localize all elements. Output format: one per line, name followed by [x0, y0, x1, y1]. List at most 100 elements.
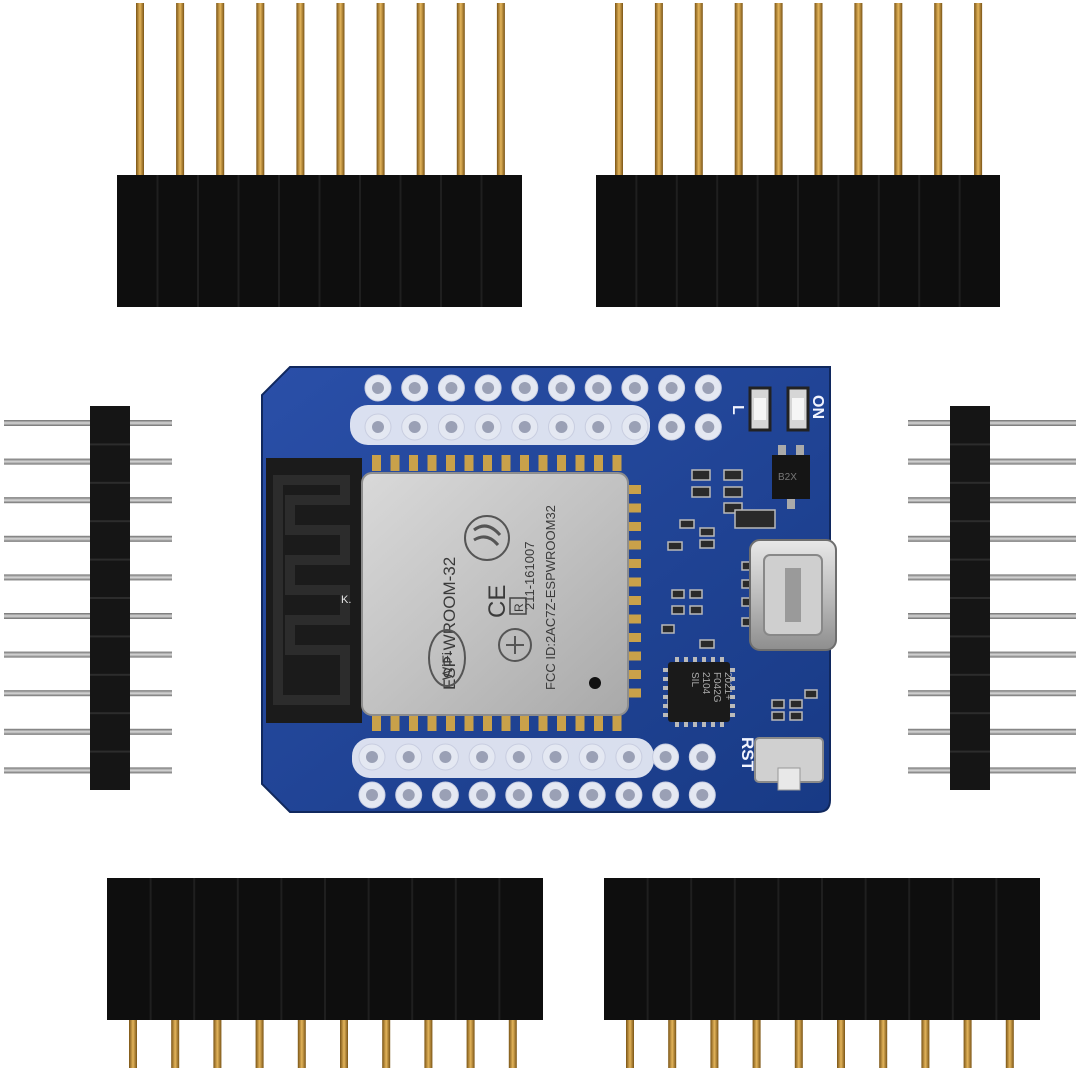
- pad-hole: [549, 751, 562, 763]
- voltage-regulator: B2X: [772, 445, 810, 509]
- header-ridge: [756, 175, 759, 307]
- micro-usb-port: [749, 539, 837, 651]
- smd-part: [723, 502, 743, 514]
- header-pin: [854, 3, 863, 178]
- module-pin: [538, 715, 548, 731]
- pad-hole: [555, 382, 568, 394]
- pad-hole: [518, 382, 531, 394]
- module-pin: [501, 455, 511, 471]
- chip-pin: [663, 704, 668, 708]
- header-pin: [974, 3, 983, 178]
- header-pin: [4, 420, 172, 426]
- module-pin: [627, 522, 641, 531]
- module-pin: [501, 715, 511, 731]
- usb-chip-line-2: 2104: [700, 672, 711, 695]
- header-pin: [4, 690, 172, 697]
- pad-hole: [482, 382, 495, 394]
- header-ridge: [280, 878, 283, 1020]
- header-pin: [255, 1015, 264, 1068]
- pad-hole: [445, 382, 458, 394]
- chip-pin: [730, 695, 735, 699]
- pad-hole: [696, 751, 709, 763]
- pad-hole: [439, 751, 452, 763]
- header-pin: [908, 767, 1076, 774]
- module-pin: [627, 670, 641, 679]
- header-ridge: [995, 878, 998, 1020]
- header-ridge: [877, 175, 880, 307]
- pad-hole: [702, 421, 715, 433]
- smd-part: [771, 699, 785, 709]
- chip-pin: [663, 695, 668, 699]
- header-pin: [496, 3, 505, 178]
- chip-pin: [730, 677, 735, 681]
- smd-part: [679, 519, 695, 529]
- led-l: [748, 386, 772, 432]
- header-pin: [908, 535, 1076, 542]
- header-segment: [90, 520, 130, 523]
- esp32-mini-board: K. ESP-WROOM-32 211-161007 FCC ID:2AC7Z-…: [261, 366, 837, 813]
- pad-hole: [696, 789, 709, 801]
- header-pin: [4, 574, 172, 581]
- module-name: ESP-WROOM-32: [440, 557, 459, 690]
- led-label-on: ON: [809, 395, 826, 419]
- module-pin: [483, 455, 492, 471]
- header-pin: [508, 1015, 517, 1068]
- header-pin: [4, 458, 172, 465]
- r-mark: R: [512, 603, 526, 612]
- pad-hole: [518, 421, 531, 433]
- header-segment: [950, 443, 990, 446]
- led-label-l: L: [729, 405, 746, 415]
- usb-chip-line-3: F042G: [711, 672, 722, 703]
- module-pin: [427, 455, 437, 471]
- header-ridge: [864, 878, 867, 1020]
- module-pin: [372, 715, 381, 731]
- module-pin: [627, 577, 641, 587]
- header-pin: [908, 497, 1076, 504]
- header-pin: [424, 1015, 433, 1068]
- regulator-mark: B2X: [778, 472, 797, 483]
- header-segment: [90, 558, 130, 561]
- pad-hole: [586, 789, 599, 801]
- module-pin: [575, 455, 585, 471]
- reset-button: [754, 737, 824, 791]
- chip-pin: [720, 657, 724, 662]
- header-pin: [4, 613, 172, 619]
- smd-part: [789, 699, 803, 709]
- header-ridge: [908, 878, 911, 1020]
- header-pin: [908, 420, 1076, 426]
- module-pin: [427, 715, 437, 731]
- pad-hole: [366, 789, 378, 801]
- header-ridge: [951, 878, 954, 1020]
- header-segment: [950, 712, 990, 715]
- header-pin: [934, 3, 943, 178]
- header-pin: [963, 1015, 972, 1068]
- module-pin: [612, 715, 622, 731]
- header-pin: [4, 728, 172, 735]
- pad-hole: [586, 751, 599, 763]
- header-pin: [297, 1015, 306, 1068]
- pin1-dot: [589, 677, 601, 689]
- module-pin: [483, 715, 492, 731]
- header-segment: [90, 443, 130, 446]
- header-ridge: [918, 175, 921, 307]
- module-pin: [627, 633, 641, 642]
- module-pin: [390, 715, 400, 731]
- chip-pin: [675, 657, 679, 662]
- header-pin: [626, 1015, 634, 1068]
- espressif-logo-icon: [464, 515, 510, 561]
- module-pin: [446, 455, 455, 471]
- smd-part: [723, 469, 743, 481]
- header-ridge: [359, 175, 361, 307]
- pad-hole: [622, 751, 635, 763]
- header-segment: [90, 597, 130, 599]
- pad-hole: [408, 421, 421, 433]
- smd-part: [691, 469, 711, 481]
- chip-pin: [720, 722, 724, 727]
- header-segment: [90, 673, 130, 676]
- module-pin: [446, 715, 455, 731]
- header-ridge: [958, 175, 961, 307]
- header-pin: [894, 3, 903, 178]
- header-ridge: [716, 175, 719, 307]
- header-pin: [710, 1015, 719, 1068]
- header-ridge: [324, 878, 326, 1020]
